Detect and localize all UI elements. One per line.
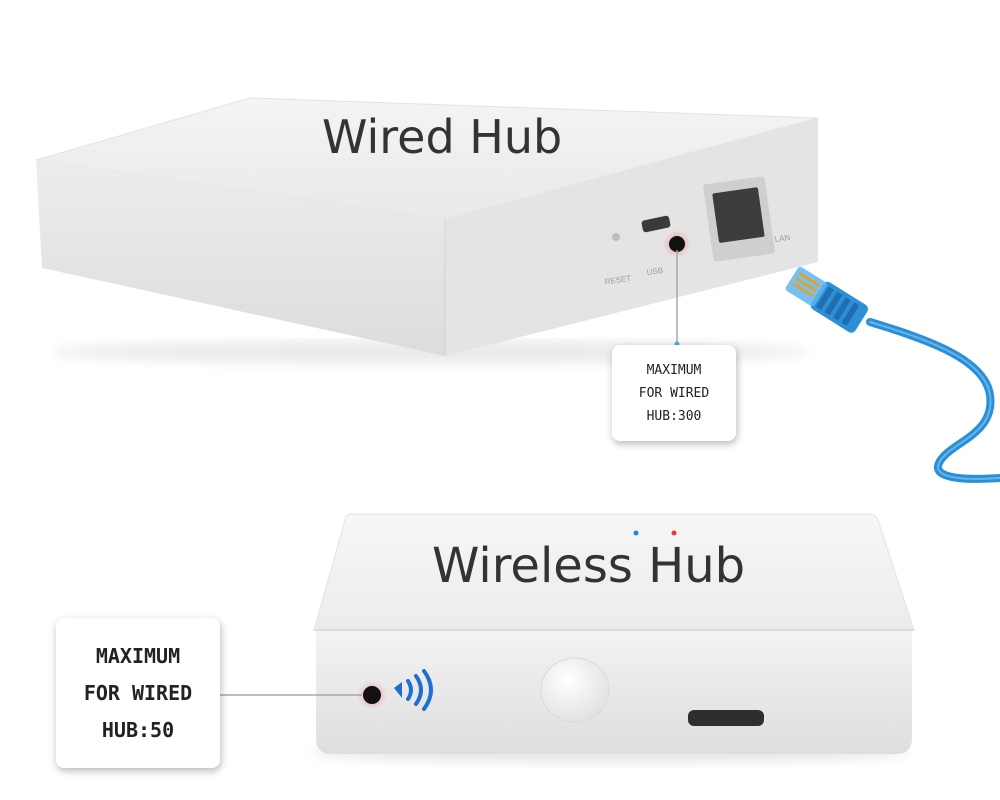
- pair-button: [540, 657, 610, 723]
- indicator-dot: [357, 680, 387, 710]
- usb-label: USB: [646, 266, 664, 277]
- wired-hub-callout: MAXIMUM FOR WIRED HUB:300: [612, 345, 736, 441]
- wifi-signal-icon: [394, 669, 433, 711]
- wireless-hub-title: Wireless Hub: [432, 538, 746, 594]
- micro-usb-port-icon: [688, 710, 764, 726]
- indicator-dot: [663, 230, 691, 258]
- wired-hub-title: Wired Hub: [322, 110, 563, 164]
- wired-hub-device: RESET USB LAN: [35, 97, 819, 364]
- ethernet-cable-icon: [785, 266, 1000, 483]
- callout-line: HUB:50: [101, 717, 175, 742]
- callout-line: HUB:300: [646, 408, 702, 424]
- status-led-blue: [633, 530, 639, 536]
- reset-label: RESET: [604, 274, 632, 287]
- micro-usb-port-icon: [641, 215, 671, 233]
- callout-line: MAXIMUM: [646, 362, 702, 378]
- status-led-red: [671, 530, 677, 536]
- wireless-hub-device: [310, 513, 915, 762]
- lan-label: LAN: [774, 233, 791, 244]
- callout-line: FOR WIRED: [83, 680, 193, 705]
- callout-line: MAXIMUM: [95, 643, 181, 668]
- reset-pinhole: [612, 233, 620, 241]
- wireless-hub-callout: MAXIMUM FOR WIRED HUB:50: [56, 618, 220, 768]
- callout-line: FOR WIRED: [638, 385, 710, 401]
